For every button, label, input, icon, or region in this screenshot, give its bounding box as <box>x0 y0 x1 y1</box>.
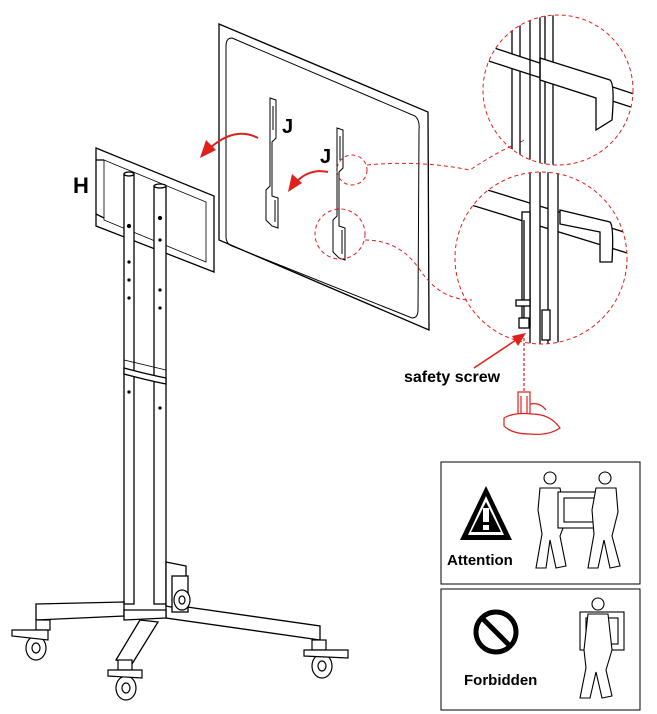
j-bracket-left <box>265 97 279 229</box>
safety-screw-label: safety screw <box>404 369 501 386</box>
screwdriver-icon <box>503 338 561 435</box>
mount-arrow-1 <box>200 132 259 158</box>
forbidden-label: Forbidden <box>464 672 537 689</box>
j-label-left: J <box>282 116 293 138</box>
caster-right <box>303 639 349 679</box>
detail-marker-upper <box>336 154 368 186</box>
h-label: H <box>73 173 89 198</box>
tv-panel <box>218 23 430 331</box>
warning-triangle-icon <box>460 486 512 540</box>
j-label-right: J <box>320 146 331 168</box>
j-bracket-right <box>332 127 346 261</box>
mount-arrow-2 <box>288 170 329 192</box>
attention-label: Attention <box>447 552 513 569</box>
connector-lower <box>364 239 473 301</box>
zoom-detail-bottom <box>454 171 628 345</box>
two-person-carry-icon <box>535 471 621 569</box>
caster-front <box>107 659 143 701</box>
stand-pillars <box>123 171 167 605</box>
caster-left <box>11 619 51 661</box>
zoom-detail-top <box>482 14 634 166</box>
single-person-carry-icon <box>579 597 625 699</box>
caster-rear <box>173 589 191 611</box>
stand-base <box>35 561 321 665</box>
attention-panel: Attention <box>440 461 641 585</box>
forbidden-panel: Forbidden <box>440 588 641 711</box>
safety-screw-arrow <box>473 333 526 369</box>
detail-marker-lower <box>314 208 366 260</box>
connector-upper <box>366 139 526 171</box>
prohibited-circle-icon <box>473 609 519 655</box>
